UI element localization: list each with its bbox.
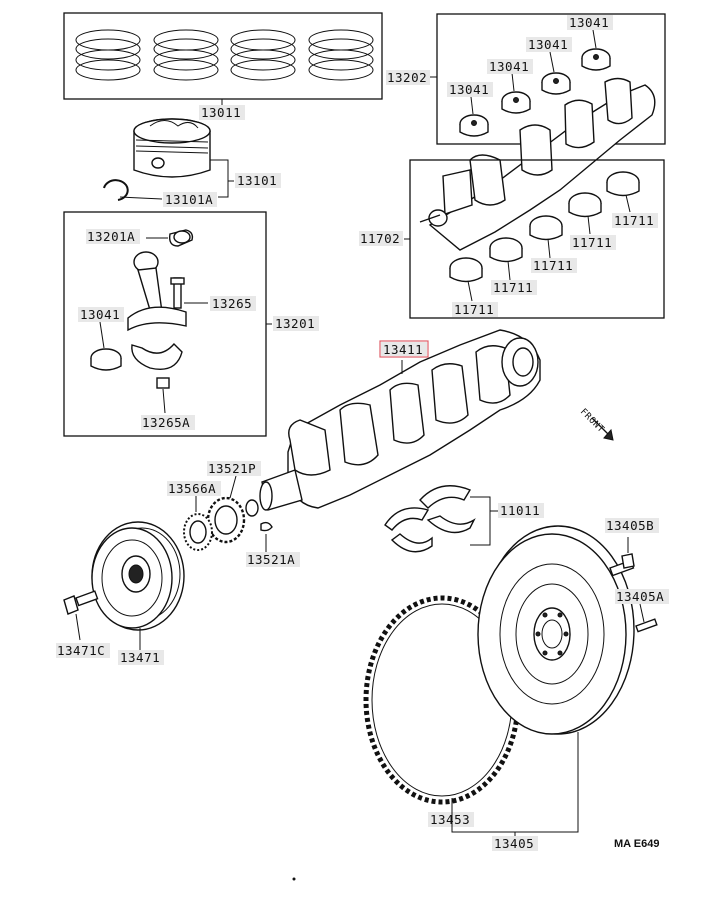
label-13521p: 13521P [208,461,256,476]
label-13041-d: 13041 [449,82,489,97]
conrod-bearing-shells[interactable] [459,29,611,137]
label-13405a: 13405A [616,589,664,604]
label-13471c: 13471C [57,643,105,658]
label-13041-e: 13041 [80,307,120,322]
label-13405b: 13405B [606,518,654,533]
label-11711-e: 11711 [454,302,494,317]
crankshaft-upper-illustration [419,77,656,251]
label-13201: 13201 [275,316,315,331]
label-13265a: 13265A [142,415,190,430]
label-13041-a: 13041 [569,15,609,30]
dowel-pin[interactable] [635,603,658,633]
crank-pulley[interactable] [91,521,185,650]
label-11711-d: 11711 [493,280,533,295]
label-13265: 13265 [212,296,252,311]
woodruff-key[interactable] [260,521,273,552]
label-13521a: 13521A [247,552,295,567]
label-13011: 13011 [201,105,241,120]
label-11711-a: 11711 [614,213,654,228]
label-13041-c: 13041 [489,59,529,74]
connecting-rod-box-13201[interactable] [63,211,272,437]
label-13411: 13411 [383,342,423,357]
label-13201a: 13201A [87,229,135,244]
main-bearing-shells[interactable] [449,171,640,302]
main-bearing-box-11702[interactable] [404,159,665,319]
label-11711-c: 11711 [533,258,573,273]
stray-dot [292,877,296,881]
piston-pin-clip[interactable] [103,179,163,201]
label-13041-b: 13041 [528,37,568,52]
label-13471: 13471 [120,650,160,665]
front-arrow: FRONT [578,407,614,441]
crankshaft[interactable] [259,329,541,511]
piston[interactable] [133,118,211,178]
connecting-rod[interactable] [90,229,208,414]
label-13566a: 13566A [168,481,216,496]
flywheel-bolt[interactable] [609,537,635,577]
highlight-13411 [379,340,429,358]
front-label: FRONT [578,407,606,435]
label-13202: 13202 [387,70,427,85]
figure-code: MA E649 [614,838,659,850]
label-13101: 13101 [237,173,277,188]
flywheel[interactable] [451,525,635,836]
label-11702: 11702 [360,231,400,246]
thrust-washers[interactable] [384,485,498,553]
crank-sprocket[interactable] [183,475,259,551]
label-13453: 13453 [430,812,470,827]
pulley-bolt[interactable] [63,590,99,641]
piston-ring-set[interactable] [63,12,383,106]
label-11011: 11011 [500,503,540,518]
label-11711-b: 11711 [572,235,612,250]
label-13405: 13405 [494,836,534,851]
label-13101a: 13101A [165,192,213,207]
